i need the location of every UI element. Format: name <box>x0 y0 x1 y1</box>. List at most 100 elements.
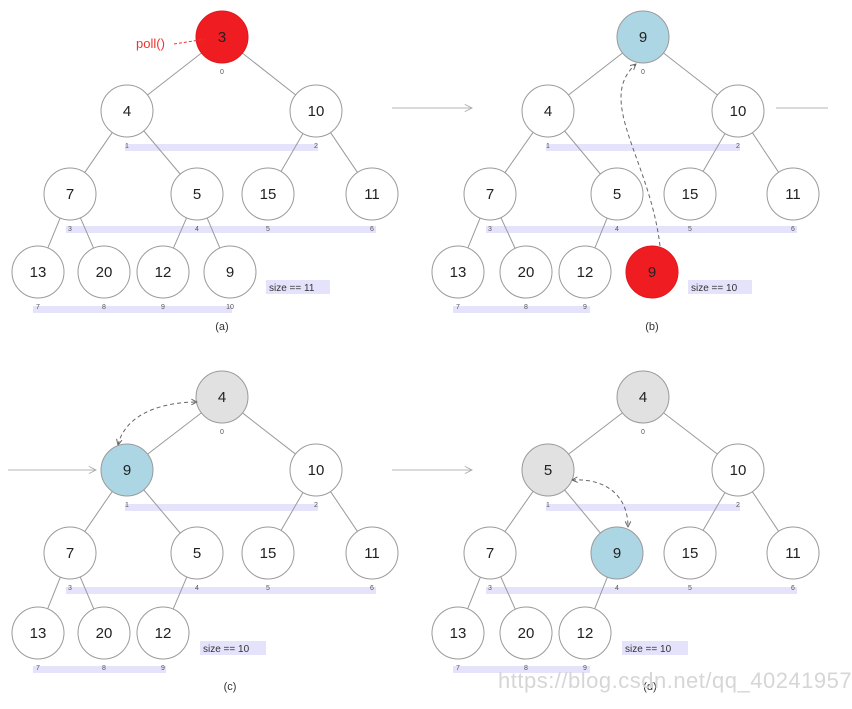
heap-node <box>289 84 343 138</box>
node-value: 20 <box>518 264 535 281</box>
size-label-bg <box>266 280 330 294</box>
tree-edge <box>84 132 113 173</box>
heap-node <box>195 10 249 64</box>
heap-node <box>766 167 820 221</box>
node-index: 4 <box>615 226 619 233</box>
tree-edge <box>330 491 358 532</box>
node-value: 4 <box>544 103 552 120</box>
heap-node <box>345 167 399 221</box>
tree-edge <box>79 217 95 249</box>
node-index: 3 <box>488 585 492 592</box>
node-index: 0 <box>220 69 224 76</box>
tree-edge <box>568 52 623 96</box>
heap-node <box>463 526 517 580</box>
node-value: 15 <box>260 545 277 562</box>
tree-edge <box>500 217 516 249</box>
node-value: 9 <box>639 29 647 46</box>
heap-node <box>11 606 65 660</box>
node-value: 20 <box>518 625 535 642</box>
heap-node <box>77 245 131 299</box>
node-index: 1 <box>125 143 129 150</box>
level-bar <box>546 504 740 511</box>
heap-node <box>43 526 97 580</box>
tree-edge <box>564 489 601 534</box>
tree-edge <box>751 491 780 532</box>
heap-node <box>616 370 670 424</box>
node-value: 20 <box>96 625 113 642</box>
tree-edge <box>330 132 358 173</box>
tree-edge <box>702 133 726 172</box>
size-label: size == 10 <box>691 283 738 294</box>
node-index: 8 <box>102 665 106 672</box>
panel-caption: (c) <box>224 681 237 693</box>
level-bar <box>125 504 318 511</box>
heap-node <box>170 526 224 580</box>
size-label: size == 10 <box>203 644 250 655</box>
heap-node <box>43 167 97 221</box>
tree-edge <box>500 576 516 610</box>
node-index: 4 <box>195 585 199 592</box>
node-value: 13 <box>30 625 47 642</box>
heap-node <box>11 245 65 299</box>
node-value: 15 <box>260 186 277 203</box>
node-value: 3 <box>218 29 226 46</box>
node-index: 2 <box>314 502 318 509</box>
level-bar <box>486 587 797 594</box>
node-value: 11 <box>785 545 801 562</box>
tree-edge <box>242 412 296 455</box>
node-value: 12 <box>577 625 594 642</box>
node-index: 1 <box>125 502 129 509</box>
heap-node <box>195 370 249 424</box>
size-label: size == 11 <box>269 283 315 294</box>
level-bar <box>453 666 590 673</box>
node-value: 12 <box>155 625 172 642</box>
heap-node <box>499 245 553 299</box>
tree-edge <box>47 217 61 249</box>
level-bar <box>125 144 318 151</box>
node-index: 7 <box>36 665 40 672</box>
tree-edge <box>280 492 304 531</box>
tree-edge <box>702 492 726 531</box>
heap-node <box>241 526 295 580</box>
heap-node <box>463 167 517 221</box>
poll-label: poll() <box>136 36 165 51</box>
heap-node <box>663 526 717 580</box>
swap-arrow <box>572 480 628 527</box>
node-value: 9 <box>123 462 131 479</box>
swap-arrow <box>118 402 197 445</box>
level-bar <box>66 226 376 233</box>
tree-edge <box>79 576 95 610</box>
level-bar <box>33 306 232 313</box>
tree-edge <box>280 133 304 172</box>
node-index: 2 <box>736 502 740 509</box>
tree-edge <box>143 130 181 175</box>
tree-edge <box>172 576 188 610</box>
node-value: 5 <box>193 186 201 203</box>
node-value: 10 <box>730 462 747 479</box>
node-index: 7 <box>456 665 460 672</box>
heap-node <box>100 84 154 138</box>
node-index: 6 <box>370 226 374 233</box>
heap-node <box>558 245 612 299</box>
node-value: 10 <box>308 103 325 120</box>
tree-edge <box>147 52 202 96</box>
size-label-bg <box>622 641 688 655</box>
node-index: 5 <box>266 585 270 592</box>
node-value: 5 <box>193 545 201 562</box>
heap-node <box>558 606 612 660</box>
node-value: 7 <box>486 545 494 562</box>
heap-node <box>136 606 190 660</box>
heap-node <box>521 84 575 138</box>
size-label-bg <box>688 280 752 294</box>
node-value: 10 <box>308 462 325 479</box>
node-value: 7 <box>66 545 74 562</box>
node-index: 6 <box>370 585 374 592</box>
node-index: 3 <box>488 226 492 233</box>
node-value: 15 <box>682 545 699 562</box>
level-bar <box>33 666 166 673</box>
node-index: 3 <box>68 585 72 592</box>
tree-edge <box>467 217 481 249</box>
level-bar <box>66 587 376 594</box>
node-value: 4 <box>639 389 647 406</box>
node-index: 0 <box>641 69 645 76</box>
